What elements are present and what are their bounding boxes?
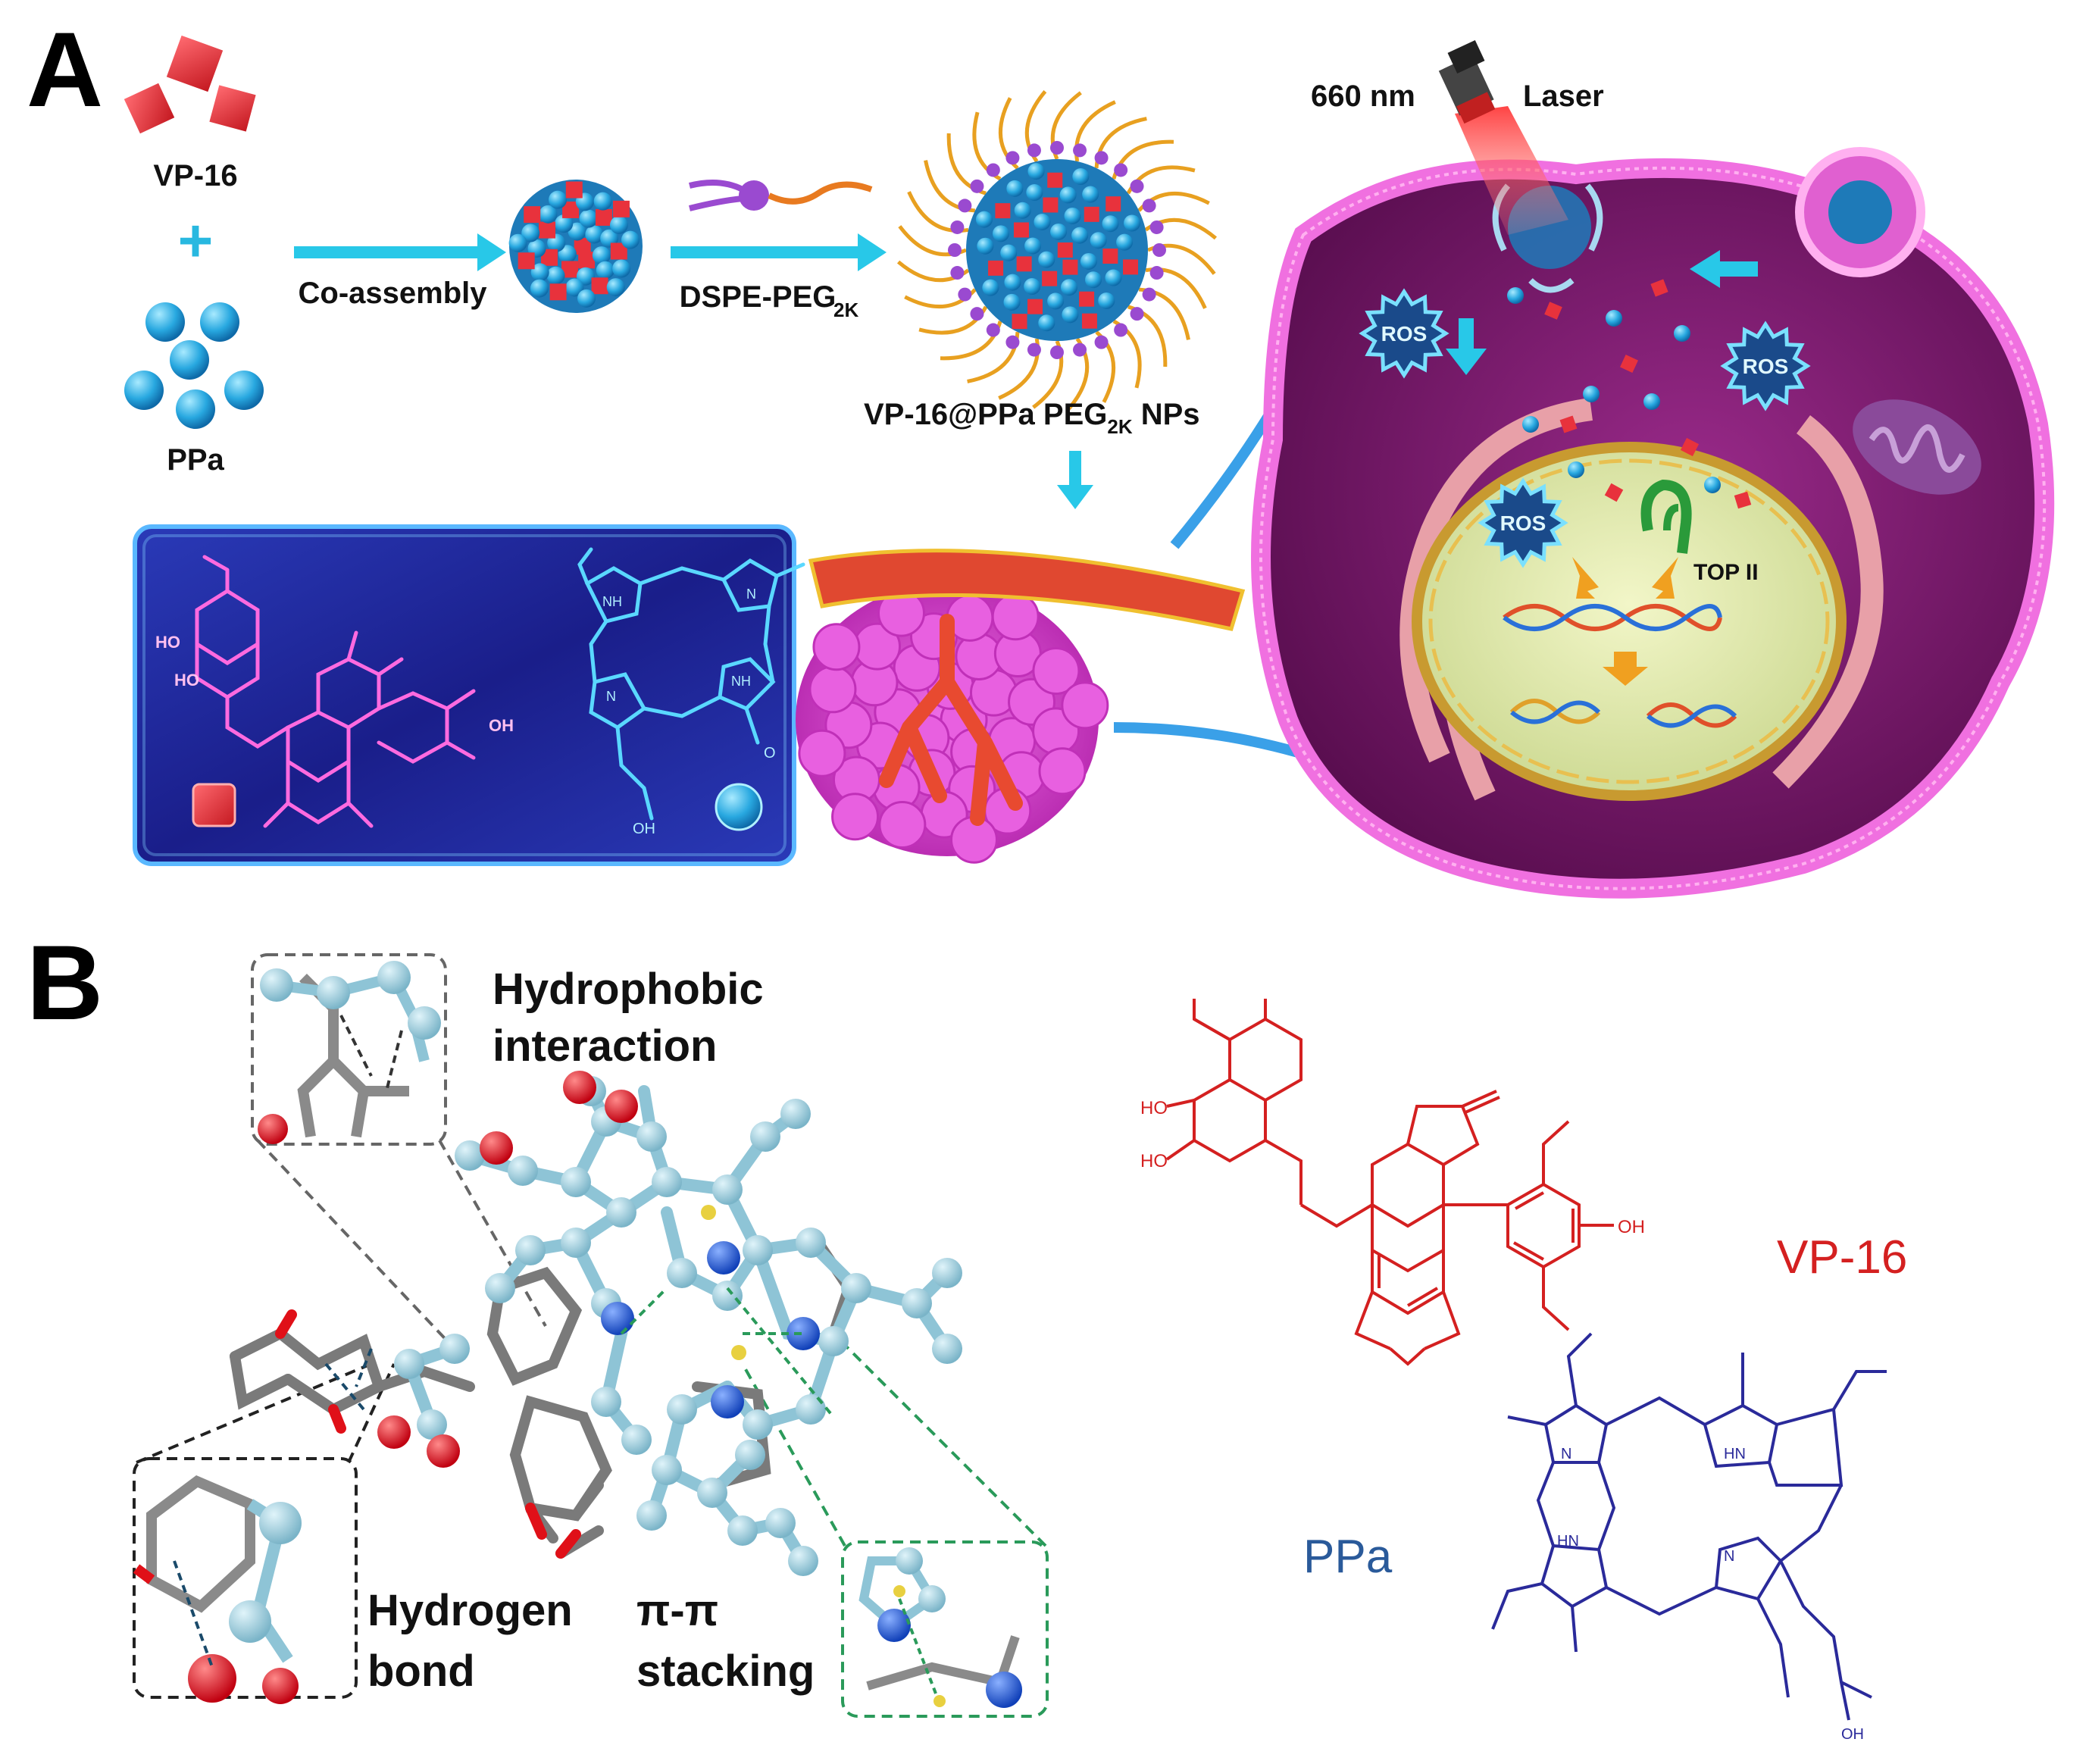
top2-label: TOP II xyxy=(1693,560,1759,585)
ppa-glow-n-1: N xyxy=(746,586,756,602)
ros-badge-1: ROS xyxy=(1359,288,1449,379)
topoisomerase-ii-icon xyxy=(1640,479,1692,554)
vp16-cubes-icon xyxy=(124,35,256,134)
svg-text:2K: 2K xyxy=(833,299,858,321)
laser-icon xyxy=(1438,39,1568,235)
panel-a-letter: A xyxy=(27,10,103,129)
ppa-n-1: N xyxy=(1561,1446,1571,1462)
hydrophobic-label-line1: Hydrophobic xyxy=(493,965,764,1014)
pi-label-line2: stacking xyxy=(636,1647,815,1696)
panel-b-letter: B xyxy=(27,923,103,1042)
hbond-label-line2: bond xyxy=(367,1647,475,1696)
ppa-glow-n-2: N xyxy=(606,689,616,704)
docking-molecular-model xyxy=(230,1071,962,1576)
plus-sign: + xyxy=(178,207,214,274)
ppa-glow-nh-1: NH xyxy=(602,594,622,609)
ppa-label: PPa xyxy=(167,443,224,477)
dspe-peg-lipid-icon xyxy=(689,180,873,211)
hbond-leader-lines xyxy=(136,1362,396,1464)
co-assembled-particle-icon xyxy=(508,180,643,313)
ppa-oh: OH xyxy=(1841,1726,1864,1743)
ppa-spheres-icon xyxy=(124,302,264,429)
ppa-glow-oh: OH xyxy=(633,821,655,837)
dna-arrows xyxy=(1572,557,1678,686)
vp16-glow-structure xyxy=(195,555,476,828)
svg-text:ROS: ROS xyxy=(1743,355,1789,378)
svg-text:ROS: ROS xyxy=(1381,322,1428,346)
hydrogen-bond-inset xyxy=(133,1457,358,1704)
tumor-icon xyxy=(796,583,1109,864)
vp16-glow-oh: OH xyxy=(489,716,514,735)
co-assembly-arrow xyxy=(294,233,506,271)
ppa-chemical-structure xyxy=(1491,1332,1887,1721)
laser-wavelength-label: 660 nm xyxy=(1311,80,1415,113)
ppa-glow-o: O xyxy=(764,745,776,762)
dspe-peg-label: DSPE-PEG 2K xyxy=(680,280,859,321)
co-assembly-label: Co-assembly xyxy=(299,277,488,310)
vp16-ho-2: HO xyxy=(1140,1151,1168,1171)
released-drug-particles xyxy=(1507,279,1752,509)
vp16-name: VP-16 xyxy=(1777,1231,1907,1284)
mitochondrion-icon xyxy=(1853,399,1981,495)
vp16-ho-1: HO xyxy=(1140,1098,1168,1118)
vp16-oh: OH xyxy=(1618,1217,1645,1237)
vp16-glow-ho-1: HO xyxy=(155,633,180,652)
hydrophobic-label-line2: interaction xyxy=(493,1021,718,1071)
pi-leader-lines xyxy=(741,1332,1047,1547)
ppa-name: PPa xyxy=(1303,1531,1393,1583)
blood-vessel-icon xyxy=(808,549,1246,631)
vp16-label: VP-16 xyxy=(153,159,237,192)
endocytosis-vesicle-icon xyxy=(1795,147,1925,277)
ppa-glow-structure xyxy=(577,547,805,821)
ppa-hn-1: HN xyxy=(1724,1446,1746,1462)
hydrophobic-inset xyxy=(251,953,447,1146)
dspe-peg-arrow xyxy=(671,233,887,271)
dna-icon xyxy=(1503,604,1737,728)
vp16-glow-ho-2: HO xyxy=(174,671,199,690)
pi-label-line1: π-π xyxy=(636,1586,718,1635)
laser-label: Laser xyxy=(1523,80,1604,113)
hbond-label-line1: Hydrogen xyxy=(367,1586,573,1635)
cell-internal-arrows xyxy=(1446,250,1758,375)
svg-text:VP-16@PPa PEG2K NPs: VP-16@PPa PEG2K NPs xyxy=(864,398,1200,438)
ppa-hn-2: HN xyxy=(1557,1533,1579,1550)
vp16-glow-cube-icon xyxy=(192,783,236,827)
down-arrow xyxy=(1057,451,1093,509)
svg-text:DSPE-PEG: DSPE-PEG xyxy=(680,280,837,314)
ros-badge-3: ROS xyxy=(1478,477,1568,568)
pegylated-nanoparticle-icon xyxy=(896,89,1218,411)
ros-badge-2: ROS xyxy=(1720,321,1811,411)
ppa-n-2: N xyxy=(1724,1548,1734,1565)
pi-stacking-inset xyxy=(841,1540,1049,1718)
ppa-glow-sphere-icon xyxy=(715,783,763,831)
np-label: VP-16@PPa PEG2K NPs xyxy=(864,398,1200,438)
ppa-glow-nh-2: NH xyxy=(731,674,751,689)
hydrophobic-leader-lines xyxy=(256,1139,547,1350)
vp16-chemical-structure xyxy=(1165,999,1614,1366)
svg-text:ROS: ROS xyxy=(1500,511,1546,535)
